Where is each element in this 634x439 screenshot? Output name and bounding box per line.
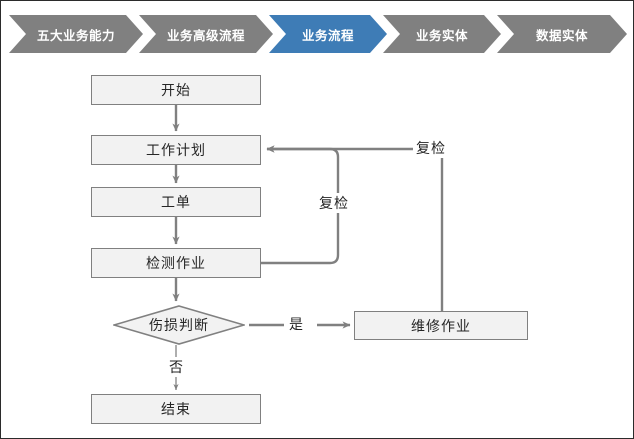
edge-label-yes: 是 [286, 314, 307, 334]
edge-label-text: 是 [289, 316, 304, 332]
edge-label-recheck-middle: 复检 [316, 193, 352, 213]
flow-node-label: 开始 [161, 82, 191, 98]
flow-node-start[interactable]: 开始 [91, 75, 261, 105]
flow-node-work-plan[interactable]: 工作计划 [91, 135, 261, 165]
flow-node-label: 工单 [161, 194, 191, 210]
edge-label-text: 复检 [319, 195, 349, 211]
edge-label-text: 复检 [416, 140, 446, 156]
flow-node-label: 伤损判断 [149, 317, 209, 333]
flow-node-damage-decision[interactable]: 伤损判断 [113, 305, 245, 345]
edge-label-no: 否 [166, 357, 187, 377]
flow-node-label: 检测作业 [146, 255, 206, 271]
edge-label-text: 否 [169, 359, 184, 375]
flow-node-repair-task[interactable]: 维修作业 [354, 311, 528, 340]
edge-label-recheck-right: 复检 [413, 138, 449, 158]
flow-node-label: 结束 [161, 401, 191, 417]
diamond-shape-icon [113, 305, 245, 345]
edge-repair-plan-recheck [266, 145, 444, 311]
flow-node-label: 维修作业 [411, 317, 471, 334]
flow-node-label: 工作计划 [146, 142, 206, 158]
flow-node-work-order[interactable]: 工单 [91, 187, 261, 217]
flow-node-inspection-task[interactable]: 检测作业 [91, 248, 261, 278]
flow-node-end[interactable]: 结束 [91, 394, 261, 424]
